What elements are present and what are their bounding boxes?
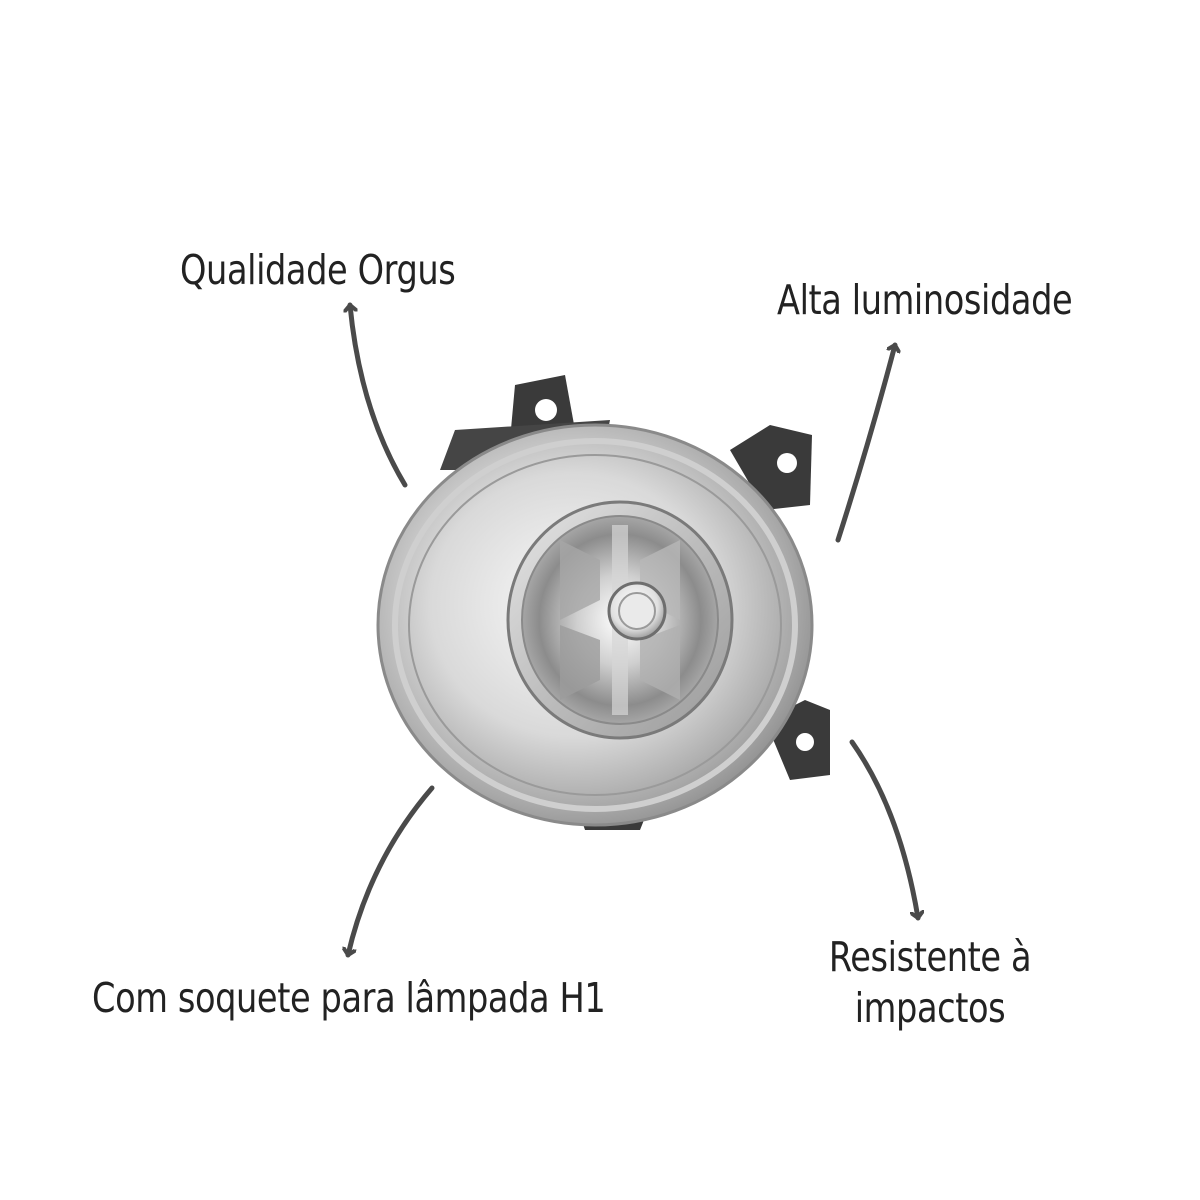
callout-impact-label: Resistente à impactos [791,932,1070,1035]
callout-socket-label: Com soquete para lâmpada H1 [92,974,606,1022]
callout-luminosity-label: Alta luminosidade [777,276,1073,324]
arrow-luminosity [835,342,895,543]
callout-quality-label: Qualidade Orgus [180,246,456,294]
callout-impact-line-1: Resistente à [828,933,1032,981]
arrow-quality [350,302,408,488]
callout-impact-line-2: impactos [854,984,1006,1033]
lamp-lens [376,423,814,827]
arrow-socket [348,785,435,958]
arrow-impact [849,739,918,921]
callout-arrows [348,302,918,958]
